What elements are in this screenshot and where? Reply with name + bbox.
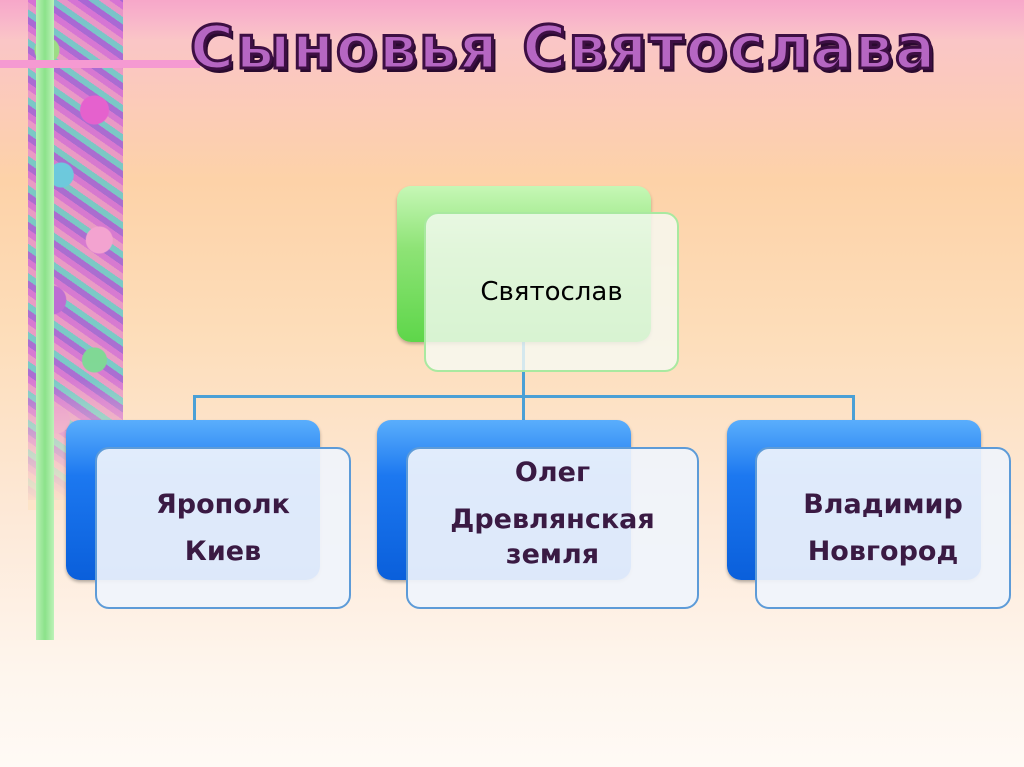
slide-title: Сыновья Святослава [190,8,990,88]
root-node-label: Святослав [480,277,622,307]
child-node-name: Ярополк [156,489,290,520]
green-vertical-bar [36,0,54,640]
connector-right-down [852,395,855,422]
child-node-card-oleg: Олег Древлянская земля [406,447,699,609]
child-node-name: Олег [515,457,590,488]
child-node-domain: Древлянская [450,504,654,535]
child-node-name: Владимир [803,489,963,520]
connector-middle-down [522,395,525,422]
child-node-domain: Новгород [808,536,959,567]
pink-horizontal-line [0,60,200,68]
child-node-card-vladimir: Владимир Новгород [755,447,1011,609]
child-node-domain-cont: земля [506,539,599,570]
child-node-card-yaropolk: Ярополк Киев [95,447,351,609]
connector-left-down [193,395,196,422]
child-node-domain: Киев [185,536,261,567]
root-node-card: Святослав [424,212,679,372]
